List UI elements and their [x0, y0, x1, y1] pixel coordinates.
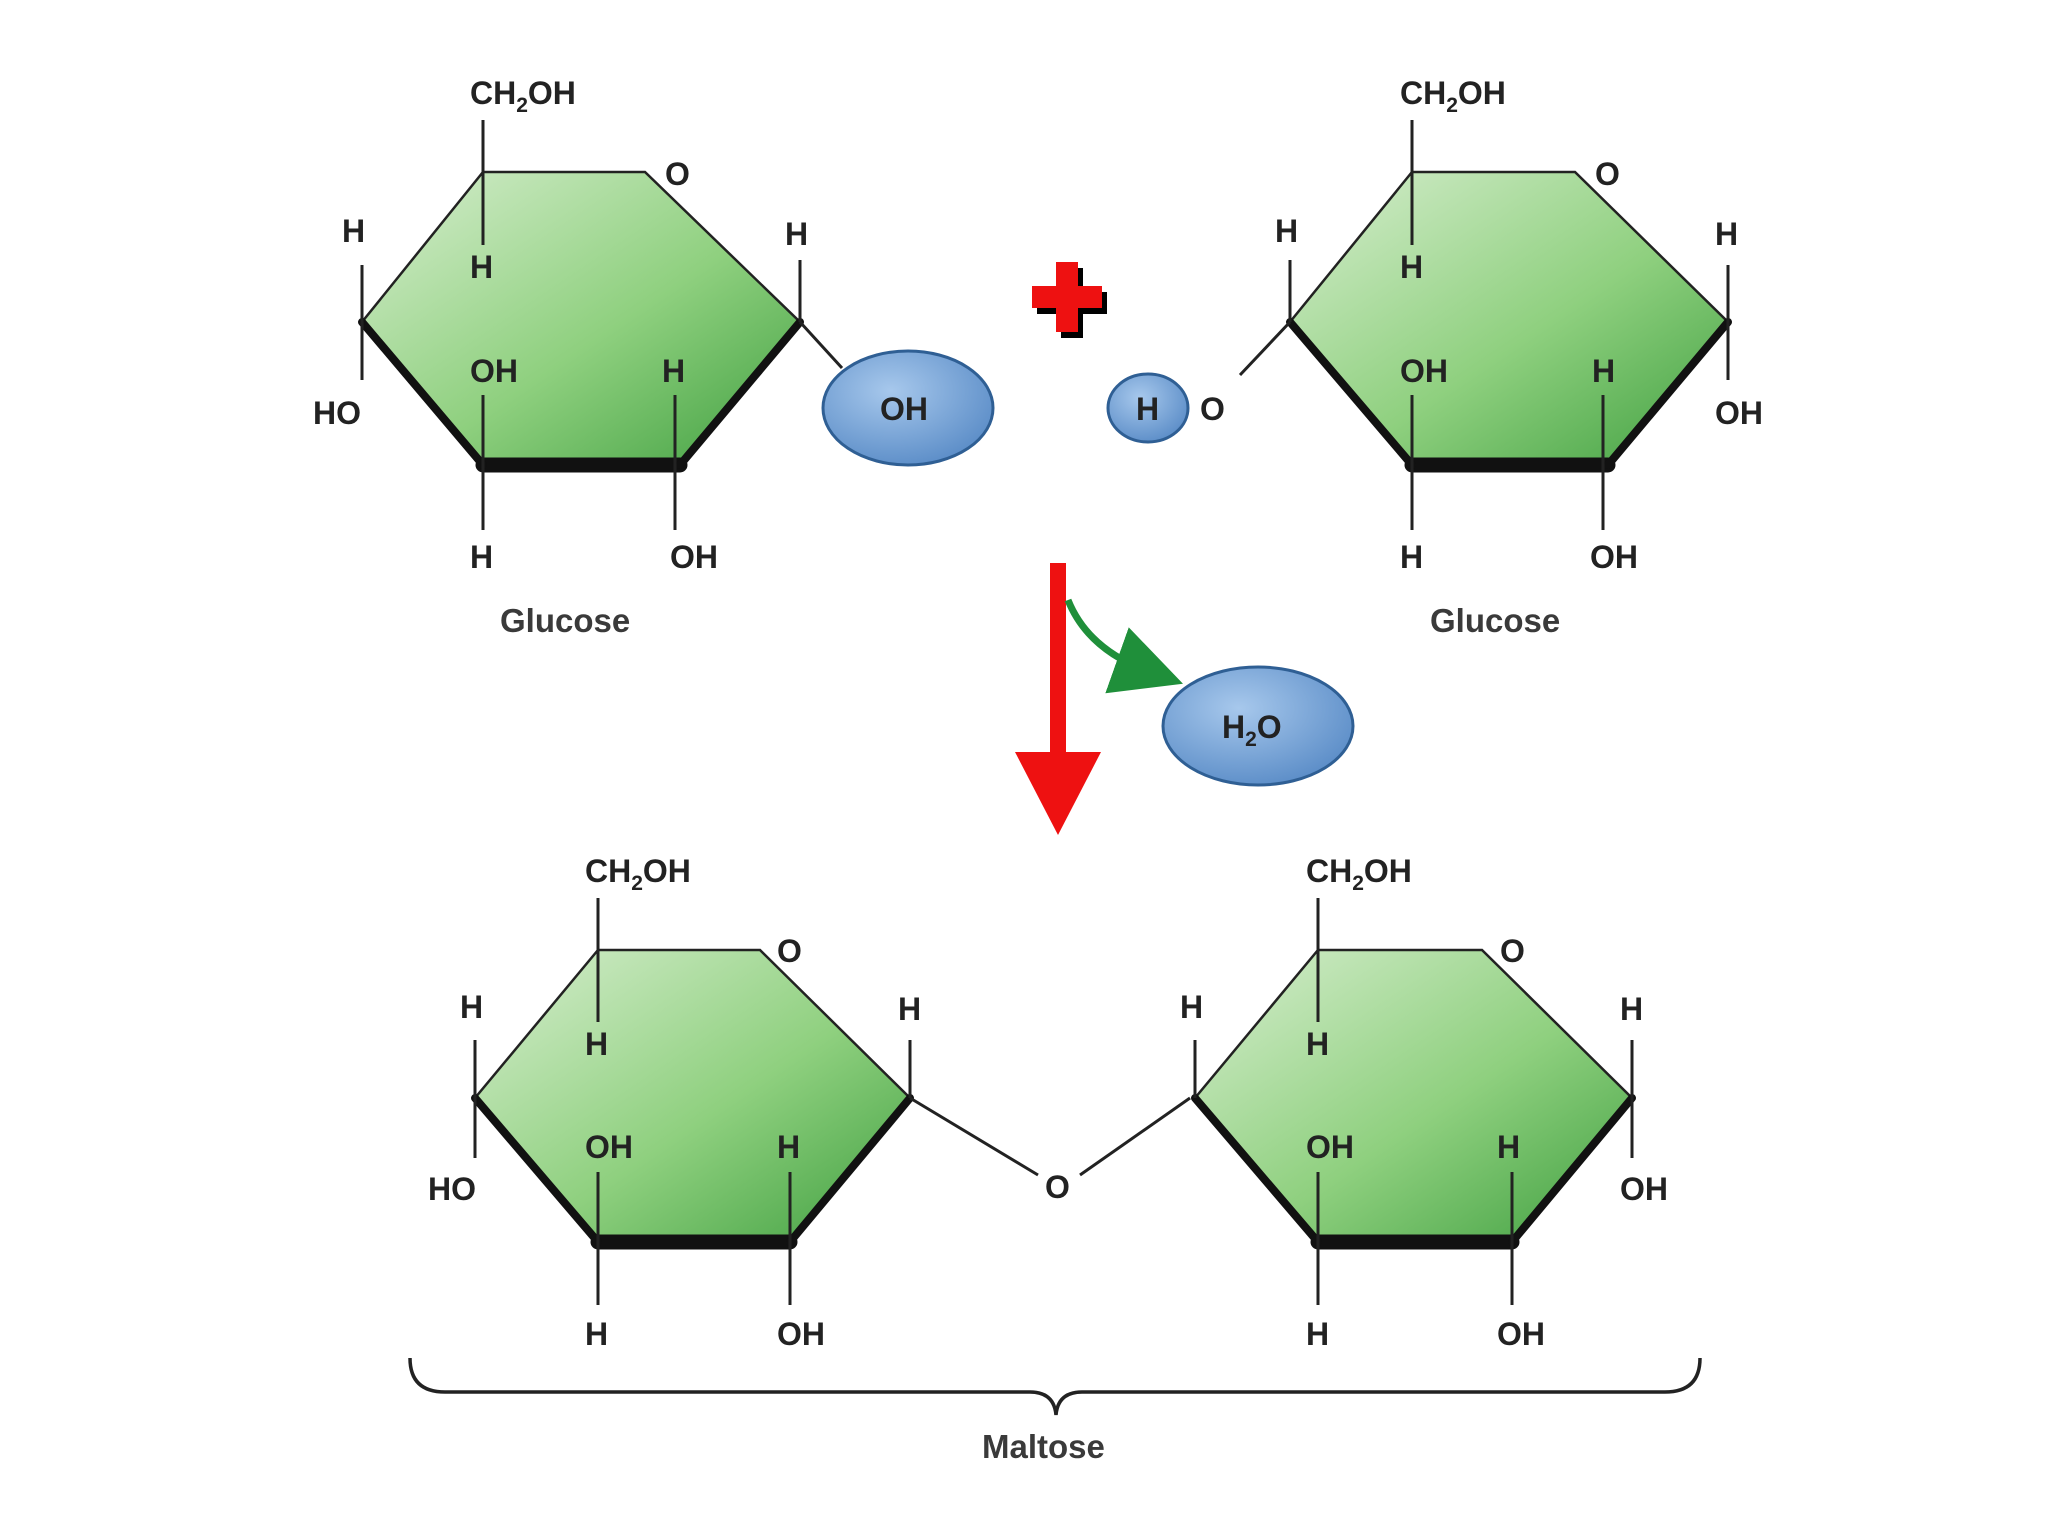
ring-oxygen-label: O — [1500, 933, 1525, 969]
water-molecule: H2O — [1161, 665, 1355, 787]
ring-bold-edge — [471, 1094, 602, 1246]
glycosidic-bond: O — [909, 1096, 1191, 1205]
ring-bold-edge — [676, 318, 804, 469]
bond — [798, 320, 844, 370]
bond — [909, 1096, 1039, 1177]
h-label: H — [1400, 249, 1423, 285]
h-label: H — [460, 989, 483, 1025]
glucose-ring — [1193, 948, 1634, 1244]
oh-label: OH — [1620, 1171, 1668, 1207]
oh-label: OH — [1497, 1316, 1545, 1352]
h-label: H — [1715, 216, 1738, 252]
plus-sign — [1032, 262, 1107, 338]
maltose-right-ring: CH2OH O H H H OH H OH H OH — [1180, 853, 1668, 1352]
h-label: H — [1400, 539, 1423, 575]
bond — [1079, 1096, 1191, 1177]
reaction-arrow — [1015, 563, 1101, 835]
oh-label: OH — [1306, 1129, 1354, 1165]
oh-label: OH — [1590, 539, 1638, 575]
h-label: H — [585, 1026, 608, 1062]
maltose-name-label: Maltose — [982, 1428, 1105, 1465]
leaving-oh-group: OH — [821, 349, 995, 467]
oh-ellipse — [821, 349, 995, 467]
o-label: O — [1200, 391, 1225, 427]
h-label: H — [898, 991, 921, 1027]
h-label: H — [342, 213, 365, 249]
h-label: H — [1497, 1129, 1520, 1165]
ch2oh-label: CH2OH — [1306, 853, 1412, 895]
oh-label: OH — [470, 353, 518, 389]
glucose-right: CH2OH O H H H OH H OH H OH Glucose — [1238, 75, 1763, 639]
h-label: H — [1275, 213, 1298, 249]
h-label: H — [1306, 1316, 1329, 1352]
h-label: H — [1180, 989, 1203, 1025]
h-label: H — [662, 353, 685, 389]
ch2oh-label: CH2OH — [585, 853, 691, 895]
h-label: H — [1620, 991, 1643, 1027]
water-release-arrow — [1064, 598, 1183, 694]
glucose-left: CH2OH O H H H OH H HO H OH Glucose — [313, 75, 844, 639]
ring-oxygen-label: O — [777, 933, 802, 969]
h-label: H — [470, 539, 493, 575]
ring-oxygen-label: O — [665, 156, 690, 192]
glucose-name-label: Glucose — [1430, 602, 1560, 639]
maltose-brace — [408, 1357, 1702, 1416]
ch2oh-label: CH2OH — [470, 75, 576, 117]
ring-bold-edge — [1191, 1094, 1322, 1246]
h-label: H — [777, 1129, 800, 1165]
ho-label: HO — [428, 1171, 476, 1207]
oh-label: OH — [1400, 353, 1448, 389]
glucose-name-label: Glucose — [500, 602, 630, 639]
h-label: H — [585, 1316, 608, 1352]
h-label: H — [1306, 1026, 1329, 1062]
h-ellipse-label: H — [1136, 391, 1159, 427]
oh-label: OH — [1715, 395, 1763, 431]
ring-oxygen-label: O — [1595, 156, 1620, 192]
h2o-label: H2O — [1222, 709, 1282, 751]
oh-label: OH — [777, 1316, 825, 1352]
oh-ellipse-label: OH — [880, 391, 928, 427]
ch2oh-label: CH2OH — [1400, 75, 1506, 117]
ho-label: HO — [313, 395, 361, 431]
ring-bold-edge — [358, 318, 487, 469]
ring-bold-edge — [1604, 318, 1732, 469]
glucose-ring — [473, 948, 912, 1244]
glucose-ring — [1288, 170, 1730, 467]
bond — [1238, 320, 1292, 377]
bridge-oxygen-label: O — [1045, 1169, 1070, 1205]
h-label: H — [470, 249, 493, 285]
oh-label: OH — [585, 1129, 633, 1165]
h-label: H — [1592, 353, 1615, 389]
ring-bold-edge — [1508, 1094, 1636, 1246]
glucose-ring — [360, 170, 802, 467]
ring-bold-edge — [1286, 318, 1416, 469]
ring-bold-edge — [786, 1094, 914, 1246]
h-ellipse — [1106, 372, 1190, 444]
oh-label: OH — [670, 539, 718, 575]
leaving-h-group: H O — [1106, 372, 1225, 444]
maltose-left-ring: CH2OH O H H H OH H HO H OH — [428, 853, 921, 1352]
water-ellipse — [1161, 665, 1355, 787]
h-label: H — [785, 216, 808, 252]
